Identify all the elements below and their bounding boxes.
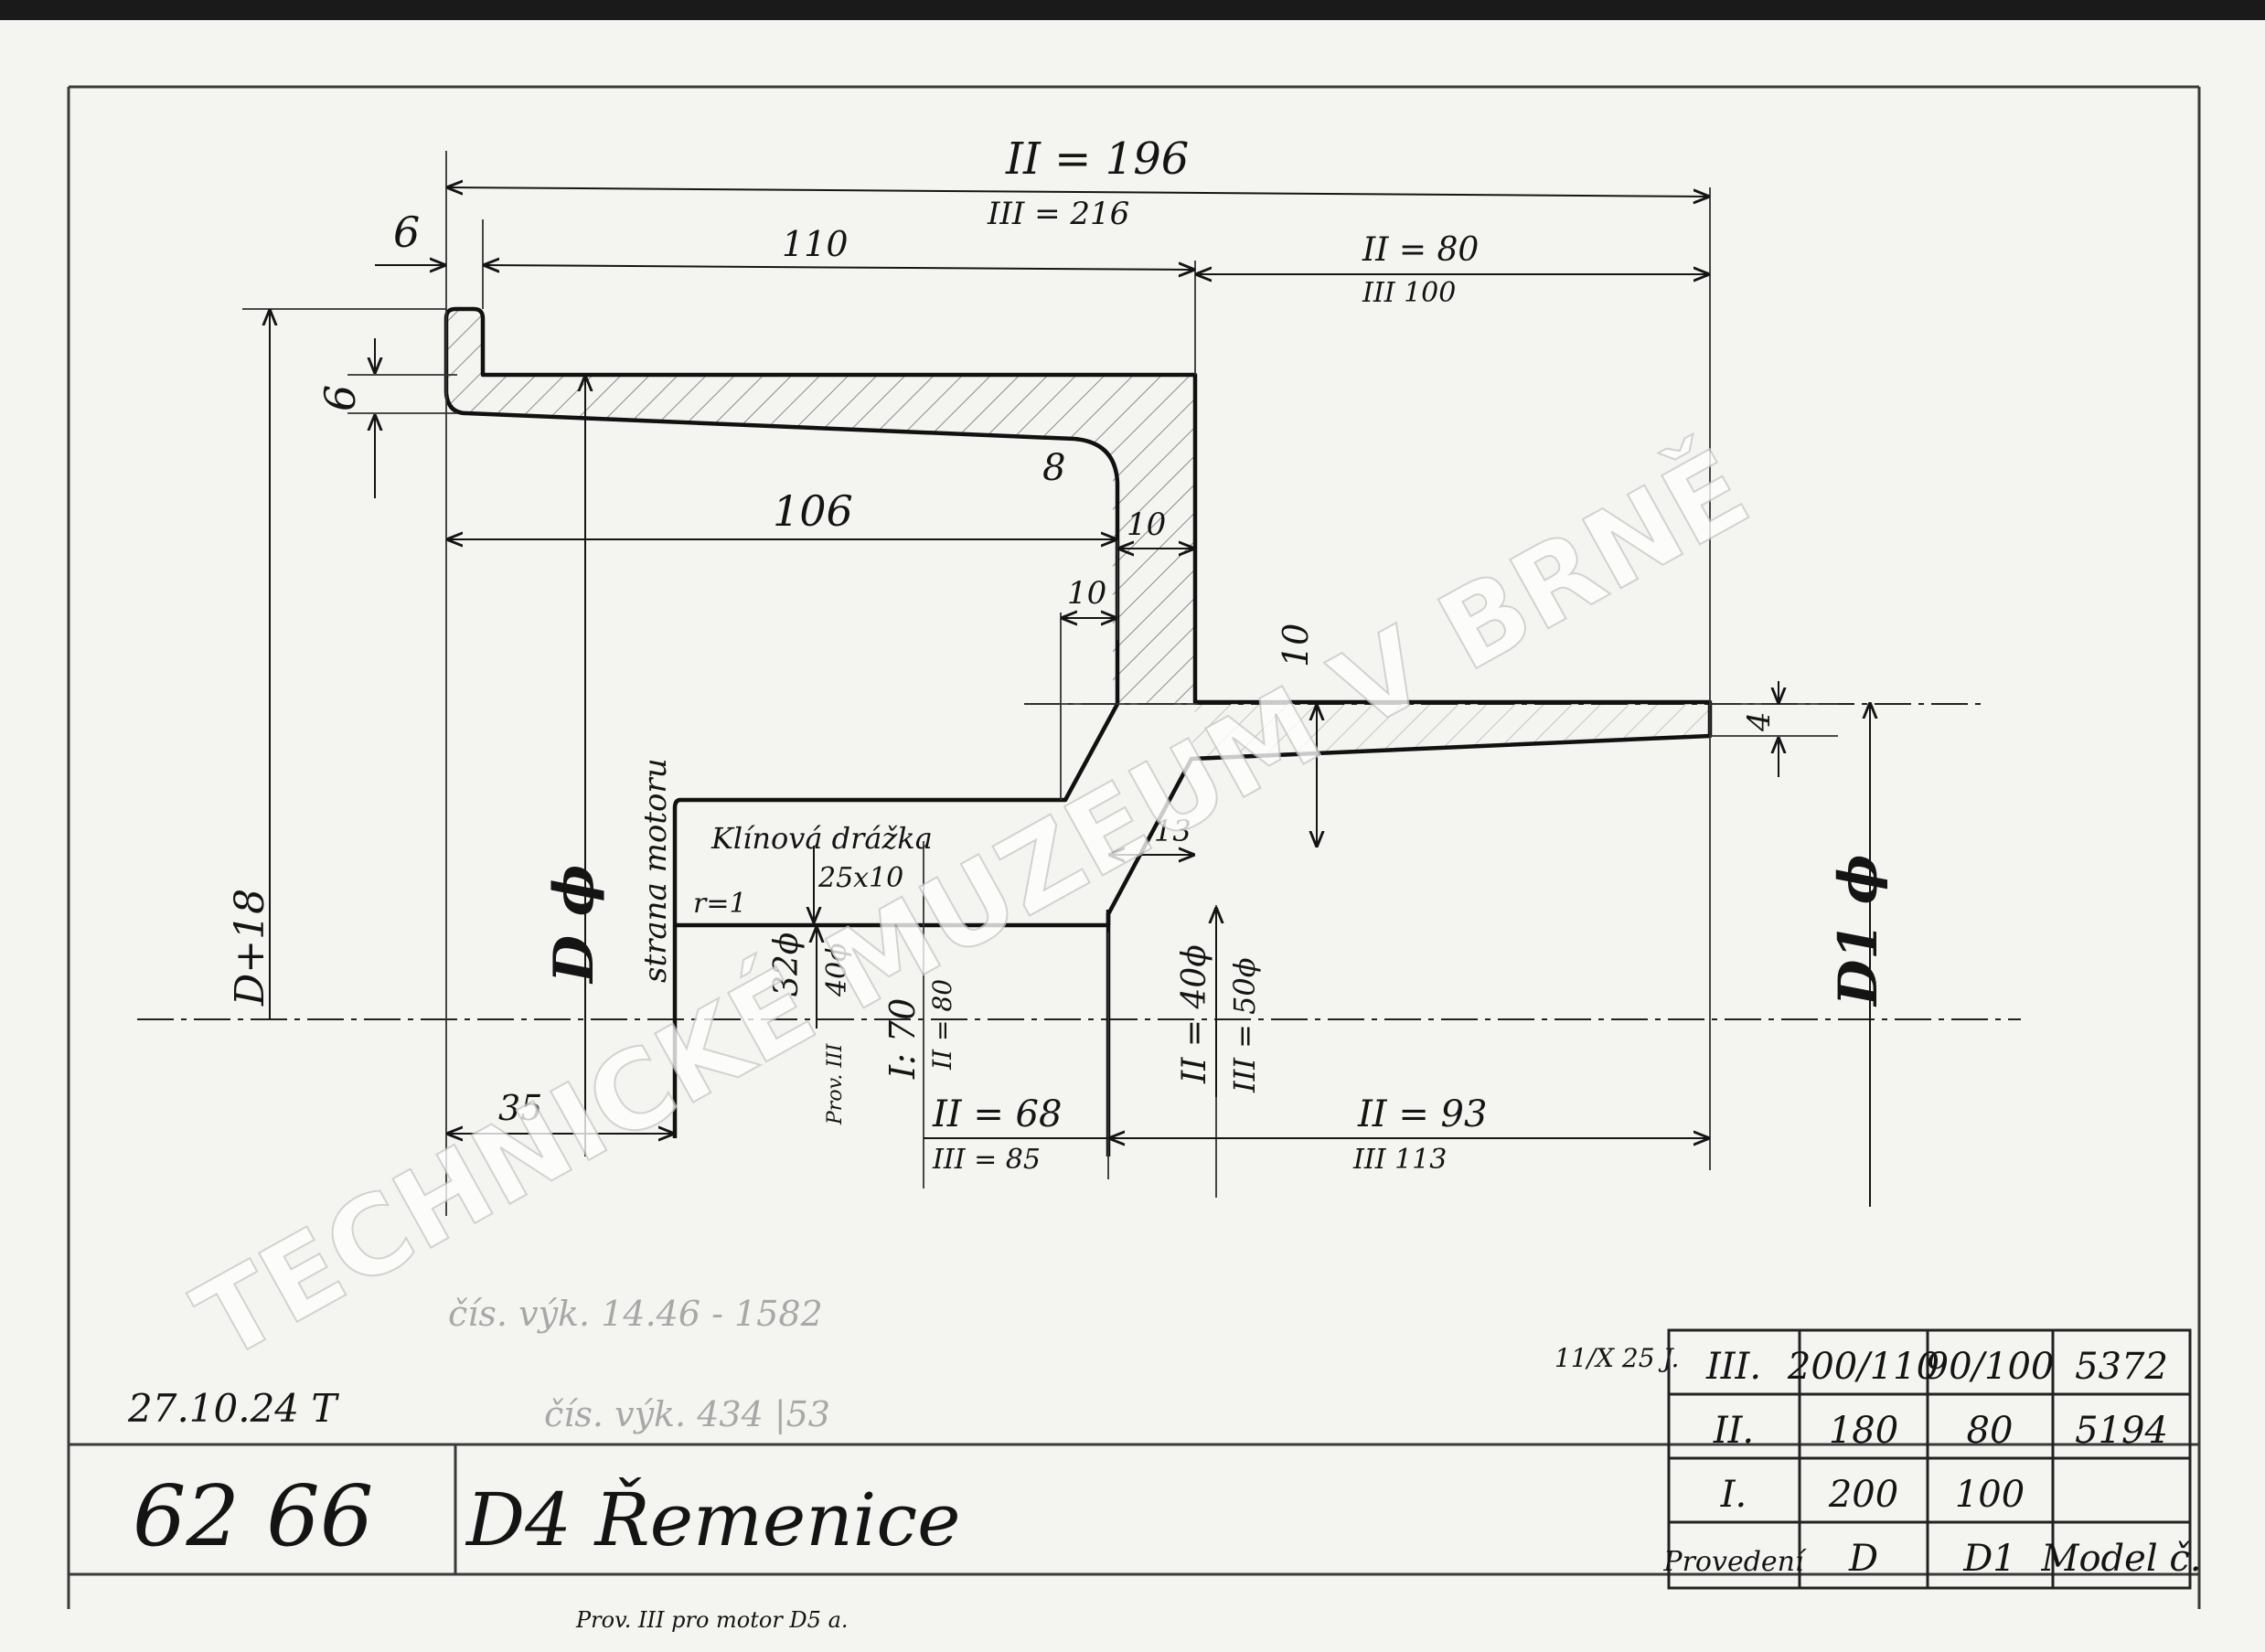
variants-table-grid	[1667, 1328, 2192, 1590]
dim-flange-10: 10	[1276, 623, 1316, 667]
label-prov-III: Prov. III	[824, 1042, 847, 1125]
table-header-cell: Model č.	[2041, 1538, 2202, 1580]
table-cell: 200	[1828, 1474, 1898, 1516]
dim-fillet-radius: 8	[1042, 447, 1065, 489]
dim-bore-40: 40ϕ	[821, 943, 853, 997]
dim-web-10a: 10	[1127, 506, 1166, 543]
pulley-profile	[443, 306, 1713, 1156]
table-cell: II.	[1713, 1410, 1754, 1452]
dim-len-93-II: II = 93	[1357, 1093, 1487, 1135]
dim-bore-32: 32ϕ	[768, 933, 806, 997]
dim-dia-D1: D1 ϕ	[1827, 855, 1889, 1007]
faint-stamp-1: čís. výk. 14.46 - 1582	[448, 1294, 823, 1334]
scan-edge-top	[0, 0, 2265, 20]
dim-len-85-III: III = 85	[932, 1144, 1041, 1176]
dim-hub-ext-II: II = 80	[1362, 231, 1479, 269]
dim-overall-height: D+18	[227, 889, 273, 1007]
table-cell: 180	[1829, 1410, 1898, 1452]
table-header-cell: D1	[1962, 1538, 2016, 1580]
dim-shaft-II: II = 40ϕ	[1176, 944, 1213, 1084]
dim-left-35: 35	[498, 1088, 542, 1128]
dim-rim-length: 110	[782, 224, 849, 264]
dim-shaft-III: III = 50ϕ	[1227, 957, 1262, 1093]
dim-dia-D: D ϕ	[542, 865, 606, 985]
dim-hub-ext-III: III 100	[1362, 277, 1456, 309]
dim-overall-III: III = 216	[987, 196, 1129, 232]
table-cell: 90/100	[1926, 1346, 2055, 1388]
faint-stamp-2: čís. výk. 434 |53	[544, 1394, 830, 1434]
revision-note: 11/X 25 J.	[1555, 1343, 1679, 1373]
dim-len-113-III: III 113	[1352, 1144, 1447, 1176]
dim-step-13: 13	[1154, 814, 1191, 848]
label-motor-side: strana motoru	[637, 758, 674, 983]
dim-len-68-II: II = 68	[932, 1093, 1062, 1135]
table-cell: 5194	[2075, 1410, 2168, 1452]
table-cell: 200/110	[1787, 1346, 1939, 1388]
dimension-texts: II = 196 III = 216 6 110 II = 80 III 100…	[227, 133, 1889, 1176]
table-cell: 5372	[2075, 1346, 2168, 1388]
dim-d70: I: 70	[882, 998, 923, 1080]
table-cell: III.	[1705, 1346, 1761, 1388]
table-header-cell: D	[1848, 1538, 1878, 1580]
label-radius-r1: r=1	[693, 888, 747, 920]
drawing-title: D4 Řemenice	[465, 1476, 961, 1562]
table-cell: 100	[1955, 1474, 2025, 1516]
table-header-cell: Provedení	[1662, 1546, 1807, 1578]
footnote: Prov. III pro motor D5 a.	[575, 1607, 849, 1633]
drawing-number: 62 66	[133, 1467, 373, 1565]
label-keyway: Klínová drážka	[710, 821, 933, 856]
dim-d80: II = 80	[927, 979, 957, 1071]
dim-rim-thickness: 6	[315, 385, 365, 411]
dimension-lines	[270, 187, 1870, 1207]
dim-rim-lip: 6	[393, 208, 420, 257]
dim-overall-II: II = 196	[1005, 133, 1189, 185]
label-keyway-size: 25x10	[817, 862, 903, 894]
drawing-date: 27.10.24 T	[127, 1386, 339, 1431]
table-cell: I.	[1720, 1474, 1747, 1516]
dim-web-10b: 10	[1067, 575, 1106, 612]
dim-step-4: 4	[1741, 711, 1778, 732]
table-cell: 80	[1967, 1410, 2014, 1452]
dim-bore-length: 106	[773, 486, 853, 536]
